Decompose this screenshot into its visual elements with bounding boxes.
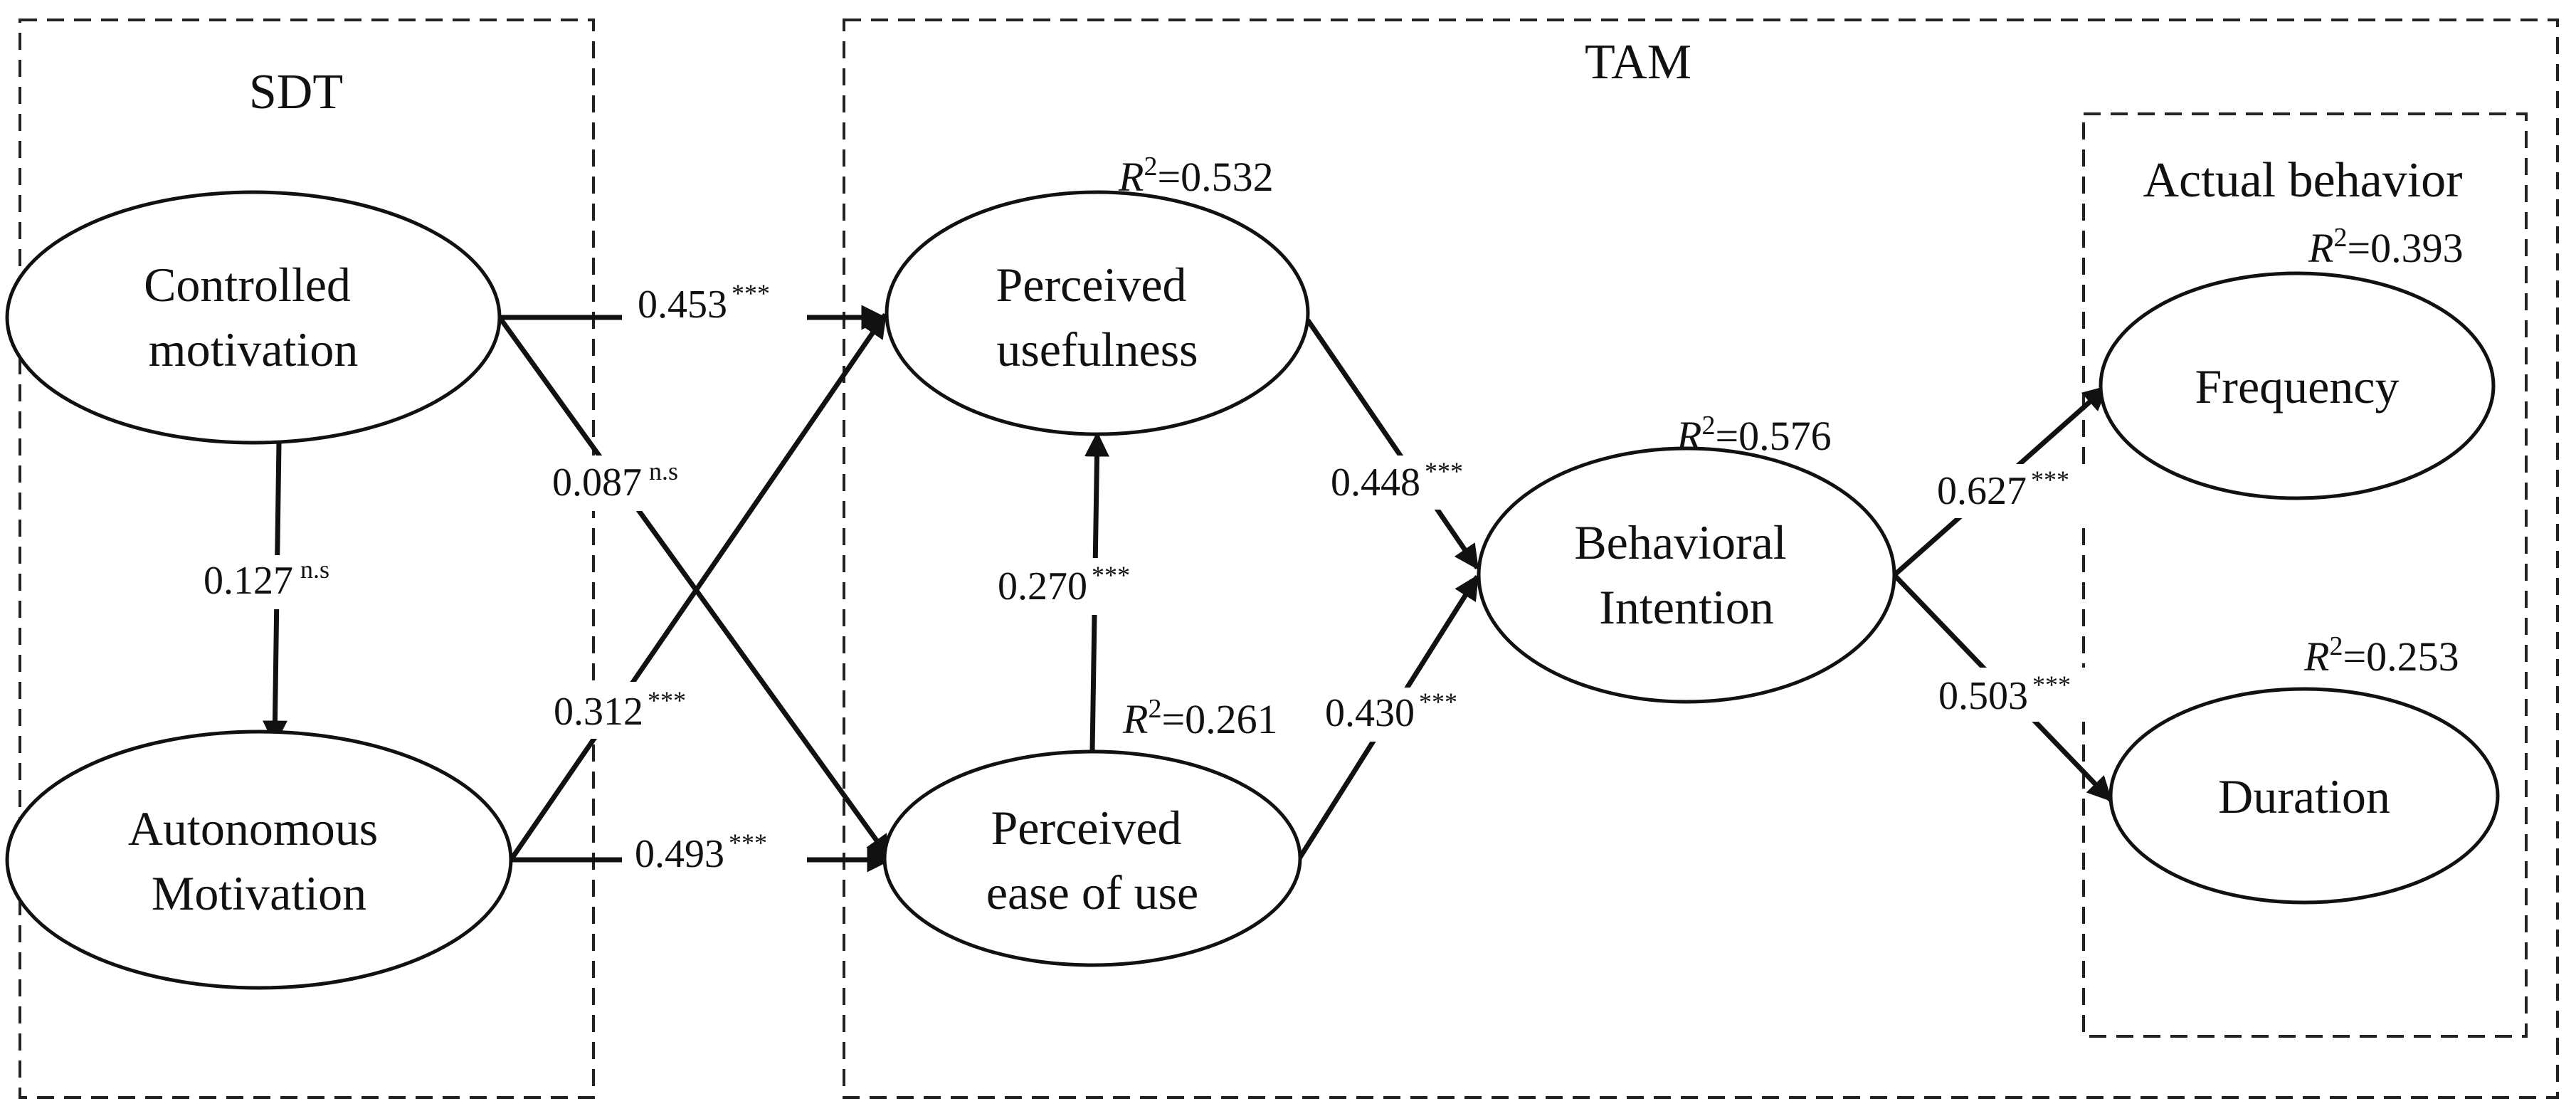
svg-text:Autonomous Motivation: Autonomous Motivation: [128, 801, 390, 920]
node-perceived-usefulness: Perceived usefulness: [885, 190, 1310, 436]
actual-behavior-group-title: Actual behavior: [2143, 153, 2463, 208]
svg-text:0.430***: 0.430***: [1325, 688, 1457, 735]
svg-text:0.503***: 0.503***: [1938, 670, 2071, 718]
svg-text:0.453***: 0.453***: [638, 279, 770, 327]
path-label-autonomous-usefulness: 0.312***: [544, 682, 722, 739]
node-perceived-ease-of-use: Perceived ease of use: [882, 749, 1302, 967]
sdt-group-box: [19, 19, 595, 1099]
r2-intention: R2=0.576: [1676, 411, 1832, 459]
path-label-controlled-usefulness: 0.453***: [622, 279, 807, 336]
r2-duration: R2=0.253: [2303, 631, 2459, 680]
svg-text:Frequency: Frequency: [2195, 359, 2399, 414]
r2-usefulness: R2=0.532: [1118, 152, 1274, 200]
svg-text:0.270***: 0.270***: [998, 561, 1130, 609]
node-behavioral-intention: Behavioral Intention: [1477, 446, 1896, 704]
path-label-autonomous-ease: 0.493***: [622, 828, 807, 884]
r2-ease: R2=0.261: [1122, 694, 1278, 742]
svg-text:0.493***: 0.493***: [635, 828, 767, 876]
actual-behavior-group-box: [2082, 112, 2528, 1038]
path-label-intention-frequency: 0.627***: [1928, 464, 2111, 518]
path-label-usefulness-intention: 0.448***: [1324, 456, 1501, 510]
svg-text:0.448***: 0.448***: [1331, 457, 1463, 505]
svg-text:0.312***: 0.312***: [554, 686, 686, 734]
svg-text:Perceived ease of use: Perceived ease of use: [986, 801, 1198, 920]
sdt-group-title: SDT: [249, 65, 343, 120]
tam-group-box: [843, 19, 2559, 1099]
node-frequency: Frequency: [2099, 271, 2496, 500]
svg-text:Perceived usefulness: Perceived usefulness: [996, 258, 1198, 377]
path-label-ease-usefulness: 0.270***: [988, 558, 1170, 615]
svg-text:0.627***: 0.627***: [1937, 465, 2069, 513]
svg-text:Behavioral Intention: Behavioral Intention: [1574, 515, 1798, 634]
path-label-intention-duration: 0.503***: [1928, 668, 2111, 722]
svg-text:Controlled motivation: Controlled motivation: [144, 258, 363, 377]
node-controlled-motivation: Controlled motivation: [5, 190, 502, 445]
tam-group-title: TAM: [1585, 35, 1691, 90]
r2-frequency: R2=0.393: [2308, 223, 2464, 271]
path-label-ease-intention: 0.430***: [1318, 688, 1500, 742]
edge-usefulness-to-intention: [1306, 319, 1479, 570]
edge-controlled-to-ease: [497, 315, 892, 860]
node-duration: Duration: [2108, 687, 2500, 905]
svg-text:Duration: Duration: [2218, 769, 2390, 823]
edge-autonomous-to-usefulness: [509, 312, 887, 861]
node-autonomous-motivation: Autonomous Motivation: [5, 730, 513, 990]
